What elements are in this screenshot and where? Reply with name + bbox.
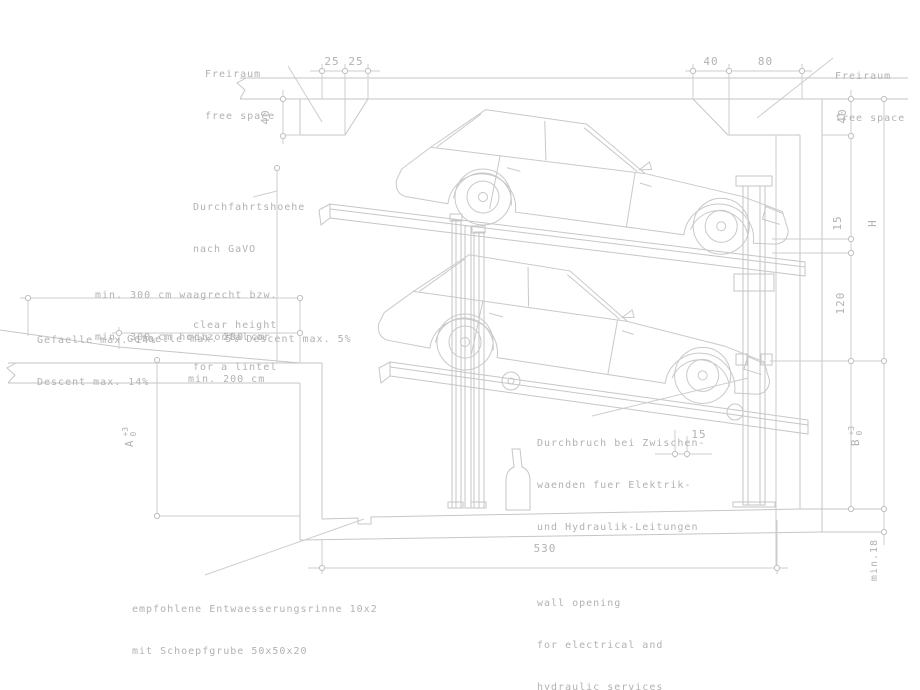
label-clear-height: Durchfahrtshoehe nach GaVO clear height … xyxy=(193,202,306,373)
label-descent-5: Gefaelle max. 5% Descent max. 5% xyxy=(127,334,352,345)
ceiling-slab xyxy=(236,77,908,532)
label-freiraum-left: Freiraum free space xyxy=(205,69,276,122)
dim-40-lintel-right: 40 xyxy=(836,108,849,124)
dim-15-opening: 15 xyxy=(691,428,707,441)
dim-530: 530 xyxy=(533,542,557,555)
dim-A-tol: +3 0 xyxy=(121,426,138,437)
dim-B-tolerance: B +3 0 xyxy=(845,419,867,453)
dim-min-18: min.18 xyxy=(869,538,880,582)
label-horizontal-min: min. 300 cm waagrecht bzw. min. 300 cm h… xyxy=(95,290,278,343)
dim-H: H xyxy=(866,219,879,227)
label-freiraum-right: Freiraum free space xyxy=(835,71,906,124)
dim-120: 120 xyxy=(834,291,847,315)
dim-A-letter: A xyxy=(123,439,136,448)
upper-car xyxy=(395,109,789,255)
dim-40-top: 40 xyxy=(703,55,719,68)
upper-platform xyxy=(318,203,806,277)
rear-column xyxy=(732,175,776,508)
dim-15-right: 15 xyxy=(831,215,844,231)
lower-car xyxy=(377,254,771,404)
dim-B-letter: B xyxy=(849,438,862,447)
dim-80-top: 80 xyxy=(757,55,774,68)
dim-A-tolerance: A +3 0 xyxy=(119,420,141,454)
label-min-200: min. 200 cm min. 200 cm xyxy=(188,332,266,385)
hydraulic-cylinders xyxy=(447,213,531,511)
dim-B-tol: +3 0 xyxy=(847,425,864,436)
dim-40-lintel-left: 40 xyxy=(259,109,272,125)
pit xyxy=(299,363,884,541)
label-drainage: empfohlene Entwaesserungsrinne 10x2 mit … xyxy=(132,604,378,657)
dim-25-left: 25 xyxy=(324,55,340,68)
label-descent-14: Gefaelle max. 14% Descent max. 14% xyxy=(37,335,157,388)
dim-25-right: 25 xyxy=(348,55,364,68)
dimension-markers xyxy=(24,67,888,572)
lower-platform xyxy=(378,361,809,435)
label-wall-opening: Durchbruch bei Zwischen- waenden fuer El… xyxy=(537,438,706,690)
